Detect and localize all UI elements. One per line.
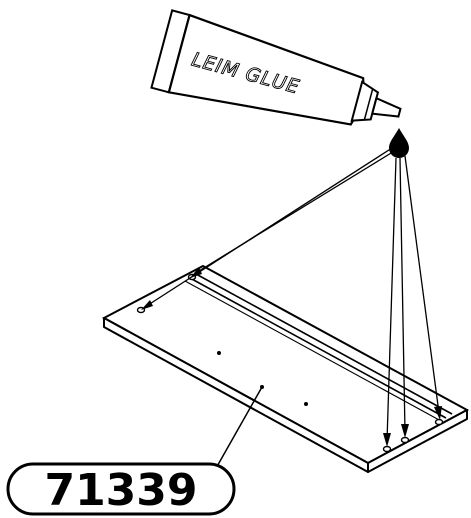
screw-mark bbox=[217, 351, 221, 355]
board-top-face bbox=[101, 264, 470, 465]
board-right-edge bbox=[367, 409, 468, 473]
dowel-hole bbox=[382, 445, 392, 453]
part-number: 71339 bbox=[44, 465, 197, 516]
dowel-hole bbox=[400, 436, 410, 444]
callout-leader-line bbox=[214, 386, 263, 471]
glue-arrow-line bbox=[386, 157, 397, 442]
glue-arrow-line bbox=[193, 149, 397, 275]
glue-drop-icon bbox=[389, 128, 409, 158]
board-groove-line bbox=[195, 273, 453, 415]
glue-arrows bbox=[144, 147, 440, 442]
arrowhead-icon bbox=[401, 424, 409, 438]
part-number-badge bbox=[6, 462, 236, 516]
board-groove-line bbox=[184, 280, 442, 422]
glue-arrow-line bbox=[144, 147, 393, 308]
screw-mark bbox=[304, 402, 308, 406]
glue-arrow-line bbox=[404, 155, 440, 414]
board-groove-line bbox=[189, 277, 447, 419]
dowel-hole bbox=[434, 418, 444, 426]
arrowhead-icon bbox=[434, 406, 442, 420]
glue-tube-nozzle bbox=[370, 96, 402, 118]
arrowheads bbox=[141, 267, 442, 447]
arrowhead-icon bbox=[141, 300, 153, 310]
glue-tube: LEIM GLUE bbox=[150, 9, 409, 158]
board-panel bbox=[101, 264, 470, 473]
arrowhead-icon bbox=[383, 433, 391, 447]
glue-arrow-line bbox=[399, 157, 406, 433]
arrowhead-icon bbox=[190, 267, 202, 278]
